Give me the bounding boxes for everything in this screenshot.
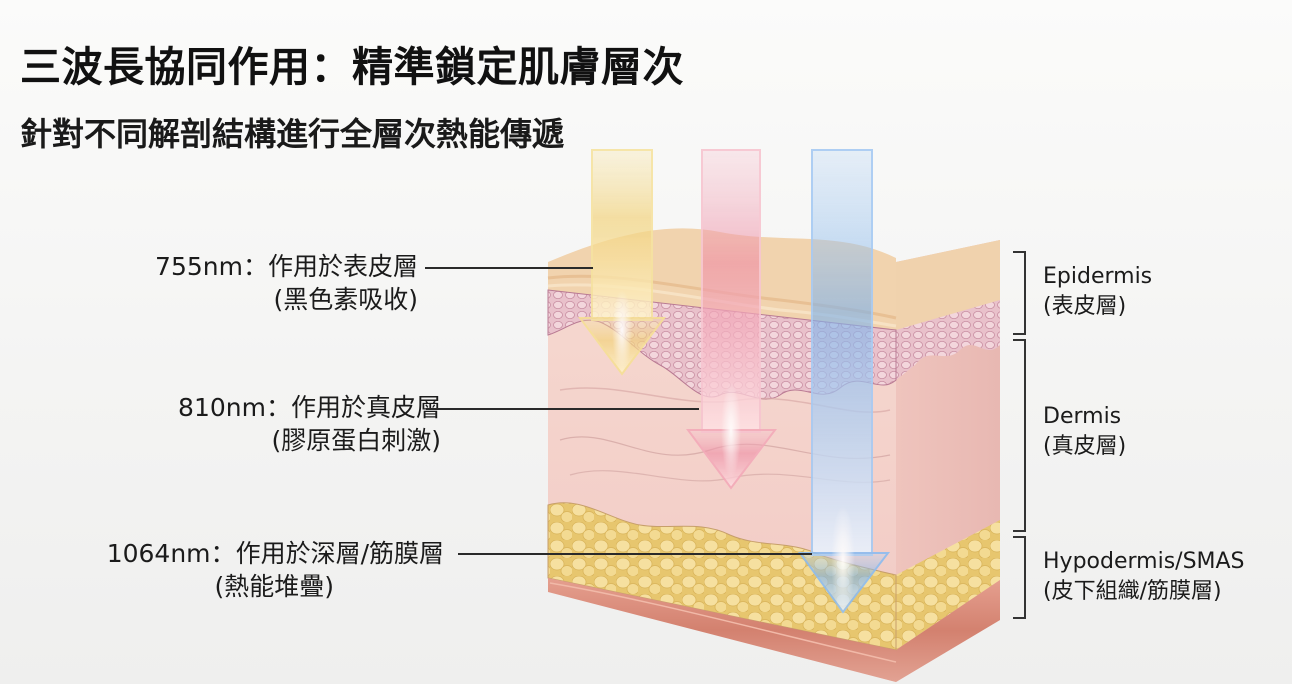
pink-laser-arrow bbox=[686, 149, 778, 490]
callout-755nm: 755nm：作用於表皮層 (黑色素吸收) bbox=[155, 252, 418, 314]
effect-label: (熱能堆疊) bbox=[214, 572, 334, 601]
wavelength-label: 1064nm bbox=[106, 539, 211, 568]
callout-1064nm: 1064nm：作用於深層/筋膜層 (熱能堆疊) bbox=[106, 539, 444, 601]
wavelength-label: 810nm bbox=[178, 393, 266, 422]
layer-label-dermis: Dermis (真皮層) bbox=[1043, 404, 1127, 459]
bracket-hypodermis bbox=[1013, 536, 1026, 619]
page-title: 三波長協同作用：精準鎖定肌膚層次 bbox=[20, 43, 684, 91]
callout-810nm: 810nm：作用於真皮層 (膠原蛋白刺激) bbox=[178, 393, 441, 455]
skin-block-side-face bbox=[896, 240, 1000, 682]
target-layer-label: 作用於深層/筋膜層 bbox=[235, 539, 444, 568]
wavelength-label: 755nm bbox=[155, 252, 243, 281]
layer-label-epidermis: Epidermis (表皮層) bbox=[1043, 264, 1153, 319]
target-layer-label: 作用於真皮層 bbox=[290, 393, 441, 422]
yellow-laser-arrow bbox=[578, 149, 666, 376]
bracket-dermis bbox=[1013, 339, 1026, 532]
target-layer-label: 作用於表皮層 bbox=[267, 252, 418, 281]
layer-label-hypodermis-smas: Hypodermis/SMAS (皮下組織/筋膜層) bbox=[1043, 549, 1245, 604]
leader-line-755nm bbox=[425, 267, 593, 269]
effect-label: (膠原蛋白刺激) bbox=[271, 426, 441, 455]
leader-line-1064nm bbox=[458, 553, 812, 555]
page-subtitle: 針對不同解剖結構進行全層次熱能傳遞 bbox=[20, 115, 565, 153]
leader-line-810nm bbox=[426, 408, 699, 410]
bracket-epidermis bbox=[1013, 251, 1026, 335]
effect-label: (黑色素吸收) bbox=[273, 285, 418, 314]
blue-laser-arrow bbox=[798, 149, 891, 615]
